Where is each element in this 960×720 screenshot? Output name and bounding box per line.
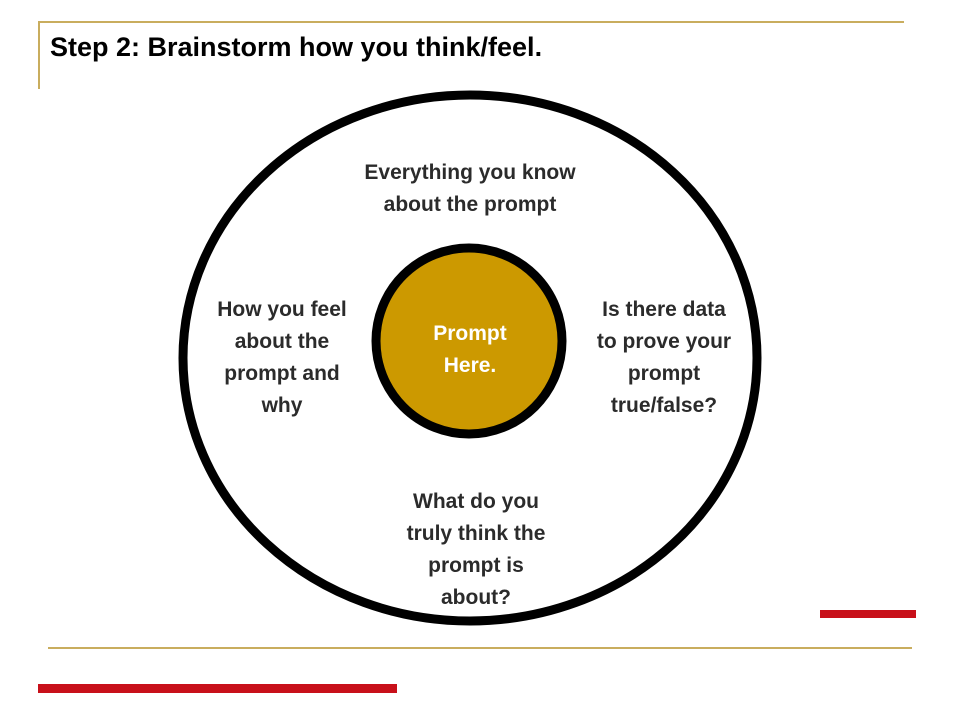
title-rule-left (38, 21, 40, 89)
prompt-circle (371, 243, 567, 439)
outer-label-right: Is there data to prove your prompt true/… (596, 298, 732, 417)
prompt-label: Prompt Here. (433, 322, 507, 377)
outer-label-bottom: What do you truly think the prompt is ab… (406, 490, 546, 609)
accent-bar-right (820, 610, 916, 618)
footer-rule (48, 647, 912, 649)
accent-bar-bottom (38, 684, 397, 693)
title-rule-top (40, 21, 904, 23)
outer-label-top: Everything you know about the prompt (364, 161, 576, 216)
outer-ring (178, 90, 762, 626)
outer-label-left: How you feel about the prompt and why (217, 298, 347, 417)
slide-title: Step 2: Brainstorm how you think/feel. (50, 32, 543, 62)
